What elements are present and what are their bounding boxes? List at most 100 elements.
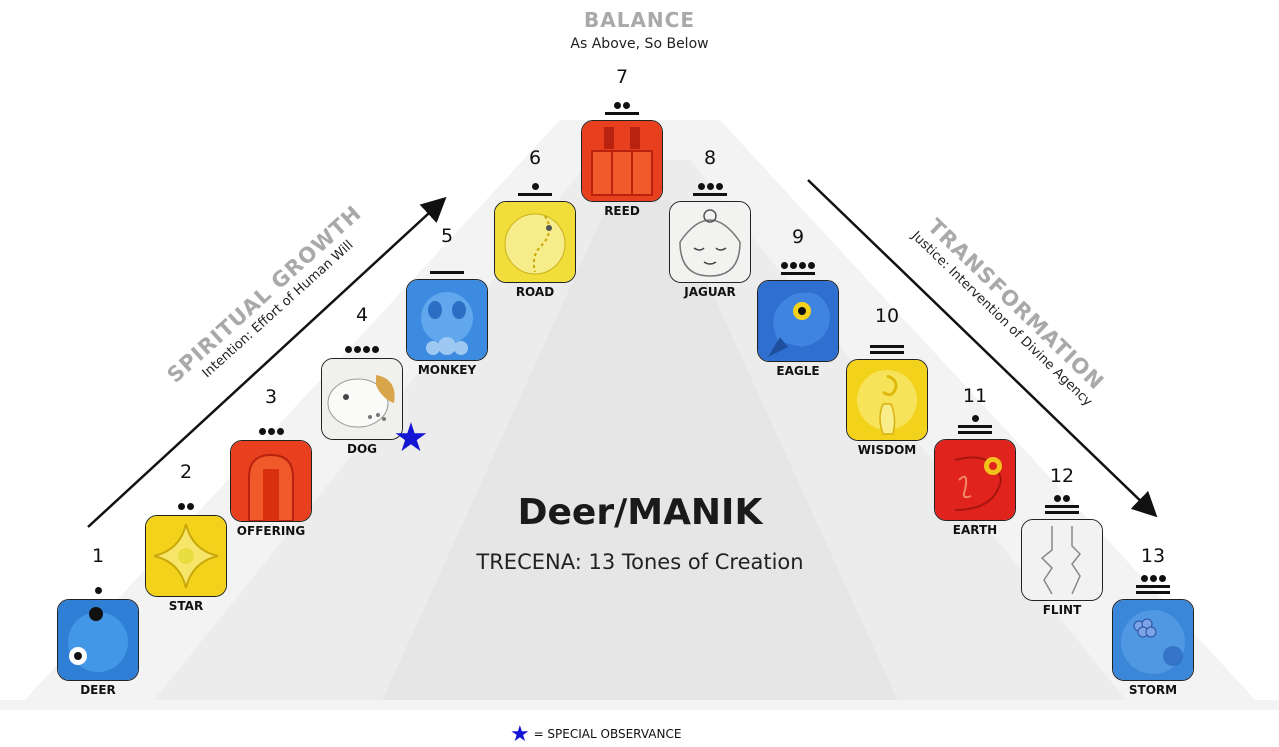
tone-bar xyxy=(518,193,552,196)
tone-bar xyxy=(693,193,727,196)
tone-marks xyxy=(145,485,227,515)
tone-marks xyxy=(669,171,751,201)
tone-bar xyxy=(1136,591,1170,594)
glyph-label: STORM xyxy=(1128,683,1178,697)
tone-bar xyxy=(958,425,992,428)
right-arrow-line xyxy=(807,179,1158,518)
tone-dot xyxy=(623,102,630,109)
tone-dot xyxy=(1149,575,1157,582)
wisdom-icon xyxy=(846,359,928,441)
tone-dot xyxy=(531,183,539,190)
tone-marks xyxy=(57,569,139,599)
eagle-icon xyxy=(757,280,839,362)
glyph-label: EARTH xyxy=(952,523,998,537)
balance-title: BALANCE xyxy=(583,8,696,32)
tone-dots xyxy=(757,262,839,270)
tone-dots xyxy=(57,587,139,595)
tone-dot xyxy=(178,503,185,510)
tone-bar xyxy=(605,112,639,115)
glyph-label: JAGUAR xyxy=(684,285,736,299)
glyph-number: 2 xyxy=(179,461,193,483)
reed-icon xyxy=(581,120,663,202)
tone-marks xyxy=(494,171,576,201)
tone-dot xyxy=(1054,495,1061,502)
earth-icon xyxy=(934,439,1016,521)
tone-marks xyxy=(846,329,928,359)
special-observance-star-icon: ★ xyxy=(393,415,429,461)
tone-dot xyxy=(258,428,266,435)
center-subtitle: TRECENA: 13 Tones of Creation xyxy=(476,550,804,574)
tone-marks xyxy=(1021,489,1103,519)
star-icon: ★ xyxy=(510,722,530,747)
glyph-label: EAGLE xyxy=(776,364,820,378)
tone-bar xyxy=(430,271,464,274)
glyph-label: STAR xyxy=(168,599,204,613)
tone-dot xyxy=(614,102,621,109)
glyph-label: ROAD xyxy=(515,285,555,299)
tone-dot xyxy=(697,183,705,190)
glyph-number: 13 xyxy=(1140,545,1166,567)
jaguar-icon xyxy=(669,201,751,283)
tone-dot xyxy=(276,428,284,435)
tone-bar xyxy=(870,345,904,348)
tone-marks xyxy=(406,249,488,279)
tone-dot xyxy=(363,346,370,353)
glyph-number: 1 xyxy=(91,545,105,567)
star-glyph-icon xyxy=(145,515,227,597)
legend-text: = SPECIAL OBSERVANCE xyxy=(533,727,682,741)
tone-dots xyxy=(494,183,576,191)
tone-dot xyxy=(971,415,979,422)
glyph-number: 6 xyxy=(528,147,542,169)
balance-subtitle: As Above, So Below xyxy=(570,36,709,52)
offering-icon xyxy=(230,440,312,522)
glyph-label: DEER xyxy=(80,683,116,697)
tone-bar xyxy=(781,272,815,275)
tone-dot xyxy=(94,587,102,594)
monkey-icon xyxy=(406,279,488,361)
glyph-label: OFFERING xyxy=(236,524,306,538)
glyph-number: 4 xyxy=(355,304,369,326)
legend: ★ = SPECIAL OBSERVANCE xyxy=(510,722,681,747)
glyph-label: MONKEY xyxy=(417,363,477,377)
tone-dot xyxy=(267,428,275,435)
glyph-label: DOG xyxy=(346,442,377,456)
glyph-number: 5 xyxy=(440,225,454,247)
tone-marks xyxy=(1112,569,1194,599)
glyph-number: 8 xyxy=(703,147,717,169)
tone-marks xyxy=(757,250,839,280)
storm-icon xyxy=(1112,599,1194,681)
tone-marks xyxy=(321,328,403,358)
tone-dot xyxy=(187,503,194,510)
tone-dot xyxy=(781,262,788,269)
tone-dot xyxy=(1158,575,1166,582)
tone-marks xyxy=(230,410,312,440)
tone-dots xyxy=(321,346,403,354)
tone-marks xyxy=(934,409,1016,439)
tone-dot xyxy=(706,183,714,190)
glyph-number: 12 xyxy=(1049,465,1075,487)
glyph-label: REED xyxy=(604,204,640,218)
tone-dot xyxy=(715,183,723,190)
tone-dot xyxy=(808,262,815,269)
tone-bar xyxy=(1136,585,1170,588)
glyph-label: WISDOM xyxy=(857,443,917,457)
tone-dots xyxy=(669,183,751,191)
deer-icon xyxy=(57,599,139,681)
tone-dot xyxy=(1063,495,1070,502)
tone-dots xyxy=(934,415,1016,423)
tone-dot xyxy=(790,262,797,269)
tone-dot xyxy=(799,262,806,269)
flint-icon xyxy=(1021,519,1103,601)
tone-dots xyxy=(1112,575,1194,583)
road-icon xyxy=(494,201,576,283)
glyph-number: 10 xyxy=(874,305,900,327)
glyph-number: 3 xyxy=(264,386,278,408)
tone-marks xyxy=(581,90,663,120)
tone-bar xyxy=(1045,505,1079,508)
glyph-number: 9 xyxy=(791,226,805,248)
tone-dots xyxy=(145,503,227,511)
dog-icon xyxy=(321,358,403,440)
glyph-number: 11 xyxy=(962,385,988,407)
